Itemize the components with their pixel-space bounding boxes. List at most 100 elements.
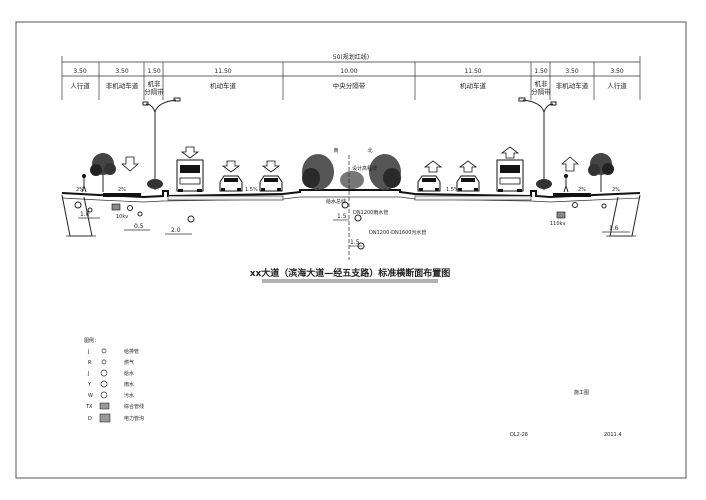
lane-nonmotor-left: 非机动车道 [106, 81, 139, 90]
width-label-9: 3.50 [610, 68, 624, 75]
right-nonmotor-layer [553, 193, 591, 197]
width-label-5: 10.00 [340, 68, 357, 75]
legend-symbol-1 [101, 348, 107, 354]
direction-north: 北 [367, 147, 372, 154]
legend-code-1: J [87, 349, 89, 355]
legend-label-5: 污水 [124, 392, 134, 399]
lane-separator-left-2: 分隔带 [144, 87, 164, 96]
bus-right [496, 159, 524, 192]
drawing-frame [15, 21, 687, 479]
lane-separator-right-1: 机非 [535, 79, 549, 88]
width-label-4: 11.50 [214, 68, 231, 75]
shrub-right [536, 179, 552, 189]
right-pavement-layer [414, 195, 532, 201]
pedestrian-right [563, 174, 569, 193]
legend-code-2: R [88, 360, 92, 366]
sheet-number: DL2-26 [510, 432, 528, 438]
spacing-label-6: 1.6 [609, 225, 619, 232]
embankment-right [606, 194, 641, 237]
width-label-8: 3.50 [565, 68, 579, 75]
legend-label-7: 电力管沟 [124, 415, 144, 422]
legend-label-6: 综合管线 [124, 403, 144, 410]
slope-label-6: 2% [612, 187, 620, 193]
left-nonmotor-layer [103, 193, 141, 197]
legend: 图例： J 给排管 R 燃气 J 给水 Y 雨水 W 污水 TX 综合管线 D … [84, 337, 144, 423]
drawing-date: 2011.4 [604, 432, 622, 438]
spacing-label-3: 2.0 [171, 227, 181, 234]
direction-south: 南 [333, 147, 338, 154]
left-pavement-layer [167, 195, 284, 201]
spacing-label-1: 1.0 [80, 211, 90, 218]
legend-symbol-2 [101, 359, 107, 365]
lane-sidewalk-right: 人行道 [607, 81, 627, 90]
slope-label-3: 1.5% [245, 187, 258, 193]
legend-symbol-4 [100, 380, 108, 388]
legend-code-6: TX [85, 404, 93, 410]
legend-symbol-6 [99, 402, 110, 410]
arrow-down-1 [120, 156, 140, 172]
utility-note-2: DN1200-DN1600污水管 [369, 229, 426, 236]
legend-label-2: 燃气 [124, 359, 134, 366]
lane-separator-right-2: 分隔带 [531, 87, 551, 96]
slope-label-1: 2% [76, 187, 84, 193]
street-lamp-right [518, 97, 557, 190]
utilities: DN1200雨水管 DN1200-DN1600污水管 给水总线 10kv 110… [74, 198, 607, 250]
legend-label-3: 给水 [124, 370, 134, 377]
legend-code-7: D [88, 416, 92, 422]
width-label-1: 3.50 [73, 68, 87, 75]
pedestrian-left [81, 174, 87, 193]
legend-symbol-5 [100, 391, 108, 399]
spacing-label-2: 0.5 [134, 223, 144, 230]
arrow-up-4 [560, 156, 580, 172]
arrow-up-3 [500, 146, 520, 159]
spacing-label-4: 1.5 [337, 213, 347, 220]
overall-dimension-label: 50(规划红线) [333, 53, 369, 61]
centerline-label: 设计高程线 [352, 165, 377, 172]
width-label-7: 1.50 [534, 68, 548, 75]
car-left-1 [219, 175, 243, 192]
arrow-up-1 [423, 160, 443, 173]
legend-label-4: 雨水 [124, 381, 134, 388]
legend-label-1: 给排管 [124, 348, 139, 355]
dimension-chain: 50(规划红线) 3.50 3.50 1.50 11.50 10.00 11.5… [61, 53, 641, 100]
utility-note-5: 110kv [550, 221, 565, 227]
width-label-6: 11.50 [464, 68, 481, 75]
street-lamp-left [142, 97, 181, 190]
drawing-title: xx大道（滨海大道—经五支路）标准横断面布置图 [250, 267, 451, 279]
arrow-down-2 [180, 146, 200, 159]
median-planting: 南 北 设计高程线 [302, 147, 401, 260]
legend-heading: 图例： [84, 337, 99, 344]
legend-code-5: W [88, 393, 93, 399]
arrow-up-2 [458, 160, 478, 173]
width-label-3: 1.50 [147, 68, 161, 75]
shrub-left [147, 179, 163, 189]
legend-symbol-3 [100, 369, 108, 377]
lane-sidewalk-left: 人行道 [70, 81, 90, 90]
car-left-2 [259, 175, 283, 192]
tree-left [90, 153, 116, 192]
slope-label-4: 1.5% [446, 187, 459, 193]
tree-right [588, 153, 614, 192]
lane-median: 中央分隔带 [333, 81, 366, 90]
slope-label-2: 2% [118, 187, 126, 193]
lane-motor-right: 机动车道 [460, 81, 487, 90]
slope-label-5: 2% [578, 187, 586, 193]
arrow-down-4 [261, 160, 281, 173]
legend-symbol-7 [99, 413, 111, 423]
embankment-left [61, 194, 96, 237]
legend-code-4: Y [87, 382, 92, 388]
spacing-label-5: 1.5 [350, 239, 360, 246]
legend-code-3: J [87, 371, 89, 377]
stamp: 施工图 [574, 389, 589, 396]
lane-motor-left: 机动车道 [210, 81, 237, 90]
bus-left [176, 159, 204, 192]
width-label-2: 3.50 [115, 68, 129, 75]
lane-nonmotor-right: 非机动车道 [556, 81, 589, 90]
spacing-dimensions: 1.0 0.5 2.0 1.5 1.5 1.6 [78, 211, 630, 247]
car-right-2 [456, 175, 480, 192]
road-surface [61, 189, 641, 203]
utility-note-1: DN1200雨水管 [353, 209, 388, 216]
utility-note-4: 10kv [116, 214, 128, 220]
arrow-down-3 [221, 160, 241, 173]
